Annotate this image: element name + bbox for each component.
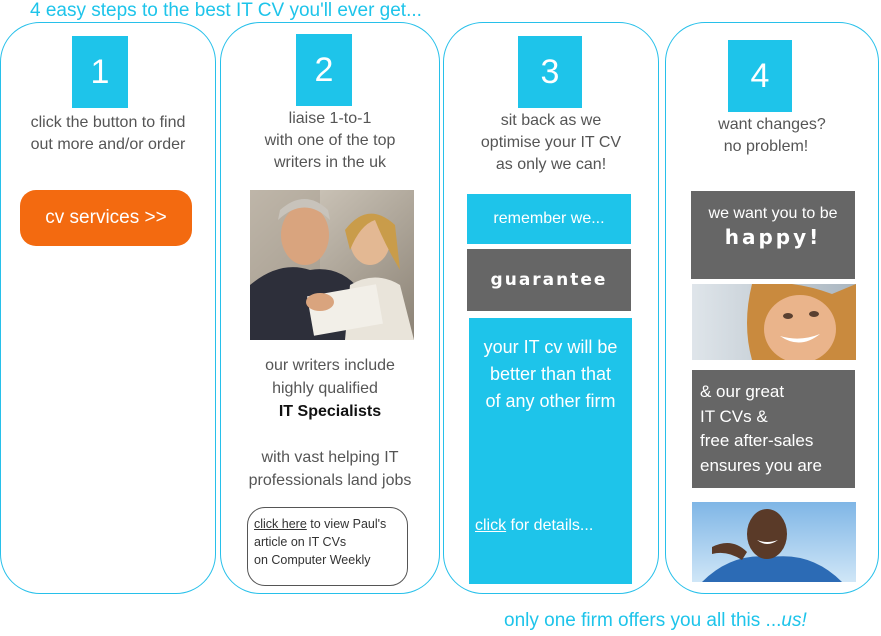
- step-4-line: no problem!: [723, 138, 809, 155]
- step-3-panel: [443, 22, 659, 594]
- step-2-number: 2: [296, 34, 352, 106]
- great-line: & our great: [700, 382, 785, 401]
- vast-line: with vast helping IT: [261, 449, 399, 466]
- step-2-text: liaise 1-to-1 with one of the top writer…: [222, 108, 438, 174]
- footer-emphasis: us!: [781, 610, 807, 631]
- photo-smiling-man-icon: [692, 502, 856, 582]
- better-line: of any other firm: [485, 391, 616, 411]
- step-3-line: sit back as we: [500, 112, 602, 129]
- article-line-3: on Computer Weekly: [254, 553, 371, 567]
- step-1-text: click the button to find out more and/or…: [0, 112, 216, 156]
- step-2-line: liaise 1-to-1: [288, 110, 372, 127]
- step-1-line: out more and/or order: [30, 136, 186, 153]
- step-1-panel: [0, 22, 216, 594]
- step-1-number: 1: [72, 36, 128, 108]
- better-box: your IT cv will be better than that of a…: [469, 318, 632, 584]
- page-title: 4 easy steps to the best IT CV you'll ev…: [30, 0, 422, 21]
- article-line-2: article on IT CVs: [254, 535, 347, 549]
- great-line: ensures you are: [700, 455, 822, 475]
- vast-text: with vast helping IT professionals land …: [222, 446, 438, 492]
- article-link[interactable]: click here: [254, 517, 307, 531]
- writers-line: highly qualified: [272, 380, 378, 397]
- step-4-text: want changes? no problem!: [665, 114, 879, 158]
- happy-line-1: we want you to be: [708, 205, 838, 222]
- guarantee-box: guarantee: [467, 249, 631, 311]
- details-line: click for details...: [475, 512, 593, 539]
- footer-text: only one firm offers you all this ...: [504, 610, 782, 631]
- footer-tagline: only one firm offers you all this ...us!: [504, 610, 807, 632]
- step-4-panel: [665, 22, 879, 594]
- article-line-1: click here to view Paul's: [254, 515, 401, 533]
- step-3-number: 3: [518, 36, 582, 108]
- article-line-1-text: to view Paul's: [306, 517, 387, 531]
- writers-text: our writers include highly qualified IT …: [222, 354, 438, 423]
- happy-line-2: happy!: [724, 225, 822, 249]
- remember-box: remember we...: [467, 194, 631, 244]
- step-3-text: sit back as we optimise your IT CV as on…: [445, 110, 657, 176]
- writers-line: our writers include: [265, 357, 395, 374]
- step-2-panel: [220, 22, 440, 594]
- great-line: IT CVs &: [700, 406, 768, 426]
- photo-business-people-icon: [250, 190, 414, 340]
- article-box: click here to view Paul's article on IT …: [247, 507, 408, 586]
- step-2-line: with one of the top: [264, 132, 396, 149]
- happy-box: we want you to be happy!: [691, 191, 855, 279]
- vast-line: professionals land jobs: [248, 472, 412, 489]
- details-text: for details...: [506, 517, 594, 534]
- photo-smiling-woman-icon: [692, 284, 856, 360]
- cv-services-button[interactable]: cv services >>: [20, 190, 192, 246]
- better-line: better than that: [489, 364, 612, 384]
- great-box: & our great IT CVs & free after-sales en…: [692, 370, 855, 488]
- step-2-line: writers in the uk: [273, 154, 387, 171]
- step-4-line: want changes?: [718, 116, 826, 133]
- better-line: your IT cv will be: [483, 337, 618, 357]
- step-1-line: click the button to find: [30, 114, 186, 131]
- step-3-line: as only we can!: [495, 156, 607, 173]
- details-link[interactable]: click: [475, 517, 507, 534]
- step-3-line: optimise your IT CV: [480, 134, 622, 151]
- great-line: free after-sales: [700, 431, 814, 450]
- it-specialists-text: IT Specialists: [278, 403, 382, 420]
- step-4-number: 4: [728, 40, 792, 112]
